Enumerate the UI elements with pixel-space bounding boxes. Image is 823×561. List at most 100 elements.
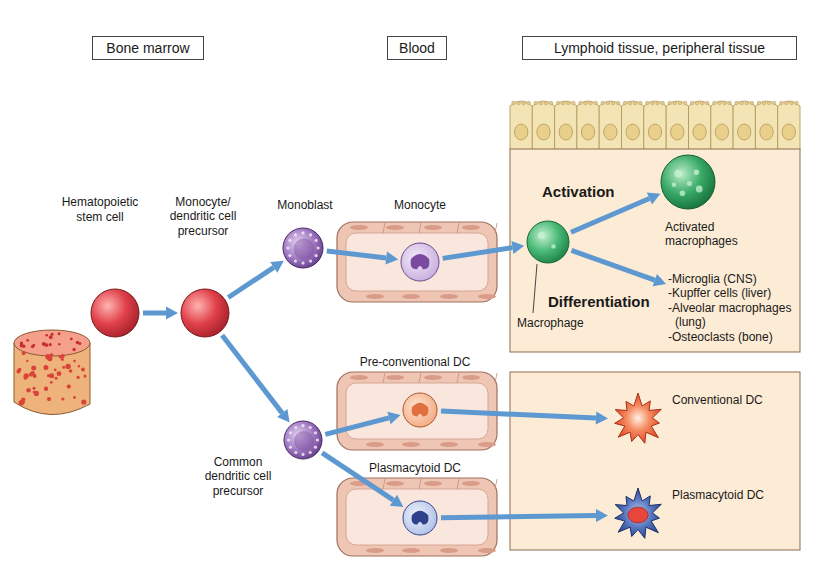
granule [315,254,318,257]
marrow-dot [26,388,31,393]
cell-junction [495,479,497,489]
epithelial-cell [755,101,777,150]
marrow-dot [57,371,62,376]
decor-shape [16,332,86,405]
epithelial-cell [555,101,577,150]
decor-shape [14,330,90,356]
epithelial-cell [644,101,666,150]
epithelial-cell [666,101,688,150]
cell-nucleus [628,507,648,523]
endothelial-nucleus [462,225,480,230]
flow-arrow [143,307,178,320]
microvillus [616,101,620,105]
edge-label: Differentiation [546,293,652,310]
cell-label: Monocyte [373,198,467,212]
arrow-head [386,252,399,265]
cell-junction [457,373,459,383]
granule [288,239,291,242]
microvillus [795,101,799,105]
endothelial-nucleus [350,225,368,230]
endothelial-nucleus [386,375,404,380]
microvillus [713,101,717,105]
granule [294,426,297,429]
microvillus [779,101,783,105]
microvillus [706,101,710,105]
granule [314,431,317,434]
marrow-dot [50,381,53,384]
marrow-dot [49,343,52,346]
cell-drawing [526,220,570,264]
microvillus [772,101,776,105]
epithelial-cell [733,101,755,150]
cell-body [284,421,322,459]
granule [316,438,319,441]
cell-junction [495,373,497,383]
marrow-dot [55,377,58,380]
cell-label: Monocyte/ dendritic cell precursor [160,195,246,238]
cell-nucleus [412,511,429,525]
epithelial-cell [711,101,733,150]
granule [309,260,312,263]
endothelial-nucleus [366,548,384,553]
microvillus [561,101,565,105]
microvillus [757,101,761,105]
marrow-dot [34,391,39,396]
cell-label: Monoblast [258,198,352,212]
cell-nucleus [515,124,528,140]
arrow-shaft [443,248,513,259]
cell-nucleus [411,254,430,269]
cell-body [661,155,715,209]
epithelial-cell [689,101,711,150]
marrow-dot [31,366,36,371]
marrow-dot [22,351,26,355]
cell-nucleus [412,403,429,417]
bone-illustration [14,330,90,415]
endothelial-nucleus [402,548,420,553]
cell-nucleus [581,124,594,140]
marrow-dot [43,365,48,370]
cell-circle: Macrophage [526,220,570,264]
list-item: -Osteoclasts (bone) [668,330,798,344]
granule [289,431,292,434]
vacuole [696,186,703,193]
marrow-dot [26,360,28,362]
cell-circle: Pre-conventional DC [402,392,438,428]
granule [314,446,317,449]
marrow-dot [33,387,36,390]
arrow-shaft [327,251,386,258]
endothelial-nucleus [478,294,496,299]
epithelial-cell [599,101,621,150]
microvillus [646,101,650,105]
vessel-lumen [346,233,488,291]
cell-nucleus [738,124,751,140]
cell-drawing [282,227,324,269]
microvillus [611,101,615,105]
cell-label: Plasmacytoid DC [345,461,485,475]
cell-junction [419,223,421,233]
granule [287,438,290,441]
endothelial-nucleus [386,225,404,230]
cell-circle: Activated macrophages [660,154,716,210]
cell-label: Conventional DC [672,393,792,407]
cell-label: Hematopoietic stem cell [52,195,148,224]
cell-label: Plasmacytoid DC [672,488,792,502]
granule [294,260,297,263]
cell-body [91,289,139,337]
marrow-dot [50,353,53,356]
cell-drawing [283,420,323,460]
leader-line [533,264,537,313]
cell-body [401,243,439,281]
cell-body [403,501,437,535]
endothelial-nucleus [462,481,480,486]
microvillus [668,101,672,105]
microvillus [601,101,605,105]
arrow-shaft [143,311,166,316]
microvillus [567,101,571,105]
arrow-head [387,412,400,425]
microvillus [589,101,593,105]
granule [294,233,297,236]
arrow-shaft [572,250,655,280]
vacuole [674,170,682,178]
marrow-dot [81,368,85,372]
cell-circle: Monocyte [400,242,440,282]
